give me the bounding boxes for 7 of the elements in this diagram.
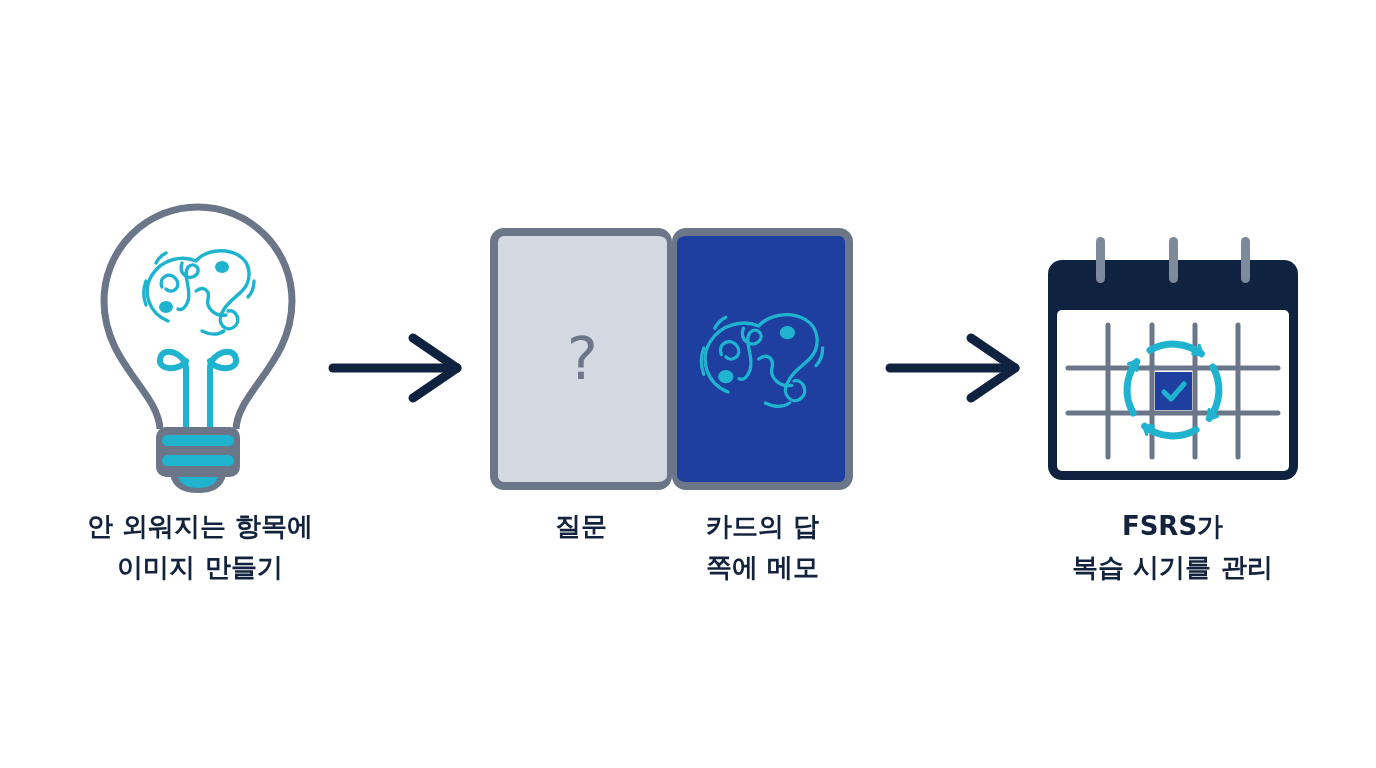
step-label: 질문 bbox=[555, 510, 607, 543]
question-mark: ? bbox=[567, 330, 598, 388]
arrow bbox=[328, 333, 462, 403]
step-label: 안 외워지는 항목에 이미지 만들기 bbox=[86, 510, 314, 584]
step-label: 카드의 답 쪽에 메모 bbox=[705, 510, 820, 584]
step-label: FSRS가 복습 시기를 관리 bbox=[1072, 510, 1273, 584]
arrow bbox=[885, 333, 1020, 403]
